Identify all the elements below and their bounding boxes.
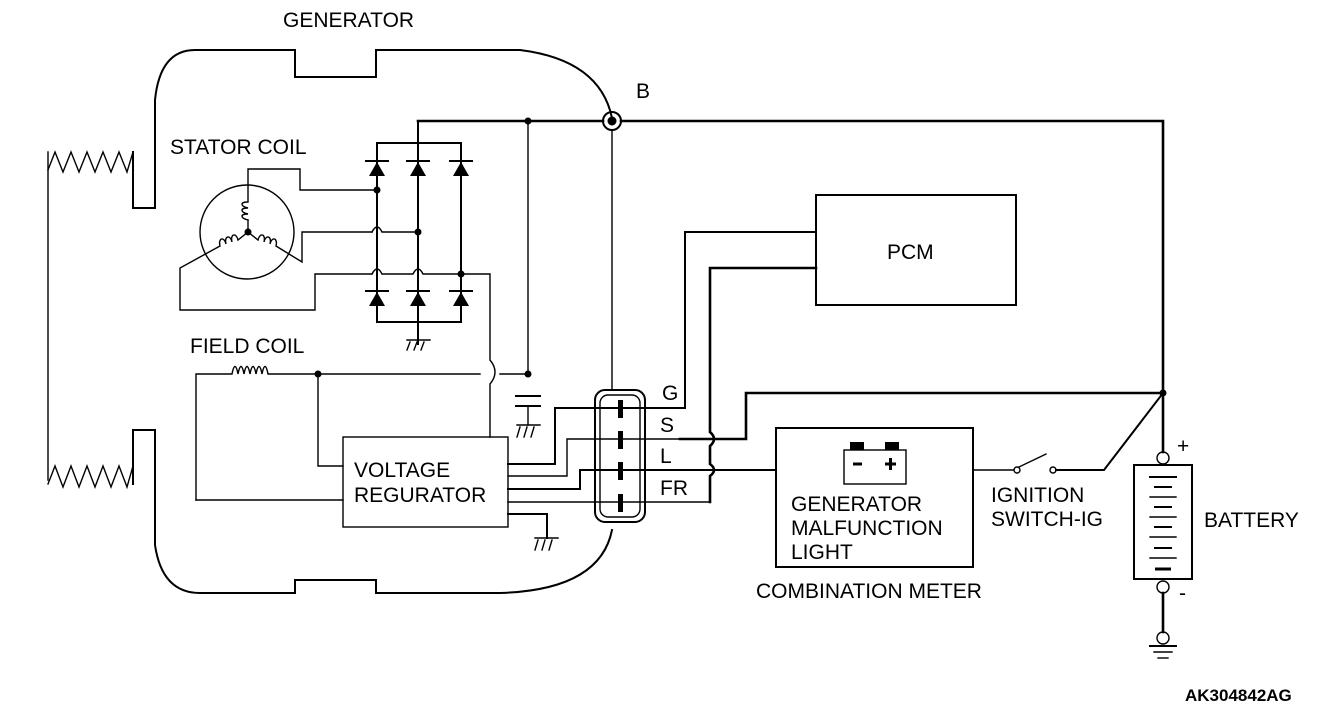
ignition-switch [972, 391, 1165, 474]
ground-icon [1149, 645, 1177, 659]
pcm-box [815, 194, 1017, 306]
terminal-fr-label: FR [660, 477, 688, 500]
voltage-regulator-label-2: REGURATOR [354, 484, 486, 507]
b-plus-wire [619, 119, 1165, 395]
battery [1133, 391, 1193, 659]
battery-minus-label: - [1179, 582, 1186, 605]
s-sense-wire [678, 391, 1165, 441]
malfunction-label-1: GENERATOR [791, 493, 922, 516]
l-wire [507, 469, 651, 490]
regulator-ground-wire [507, 513, 548, 539]
field-coil [195, 365, 532, 501]
diode-icon [365, 290, 473, 306]
stator-coil [179, 168, 378, 311]
combination-meter-box [775, 427, 974, 568]
rectifier [365, 120, 496, 438]
generator-label: GENERATOR [283, 9, 414, 32]
ground-icon [534, 537, 559, 551]
pulley-belt [47, 150, 134, 490]
battery-label: BATTERY [1204, 509, 1299, 532]
field-coil-label: FIELD COIL [190, 335, 304, 358]
figure-code: AK304842AG [1185, 686, 1292, 705]
ground-icon [406, 339, 431, 351]
terminal-s-label: S [660, 414, 674, 437]
terminal-l-label: L [660, 445, 672, 468]
ground-icon [516, 424, 541, 438]
b-terminal-label: B [636, 80, 650, 103]
voltage-regulator-box [342, 436, 509, 528]
malfunction-label-3: LIGHT [791, 541, 853, 564]
connector [594, 389, 646, 523]
battery-warning-icon [843, 442, 907, 485]
g-wire [507, 407, 681, 465]
ignition-label-2: SWITCH-IG [991, 508, 1103, 531]
ignition-label-1: IGNITION [991, 484, 1084, 507]
stator-coil-label: STATOR COIL [170, 136, 307, 159]
malfunction-label-2: MALFUNCTION [791, 517, 943, 540]
battery-plus-label: + [1177, 435, 1189, 458]
pcm-g-wire [679, 231, 817, 409]
generator-housing [132, 49, 614, 594]
combination-meter-label: COMBINATION METER [756, 580, 982, 603]
diode-icon [365, 160, 473, 176]
voltage-regulator-label-1: VOLTAGE [354, 459, 450, 482]
s-wire [507, 438, 681, 477]
pcm-label: PCM [887, 241, 934, 264]
pcm-fr-wire [708, 266, 818, 504]
capacitor [515, 395, 541, 438]
terminal-g-label: G [662, 382, 678, 405]
